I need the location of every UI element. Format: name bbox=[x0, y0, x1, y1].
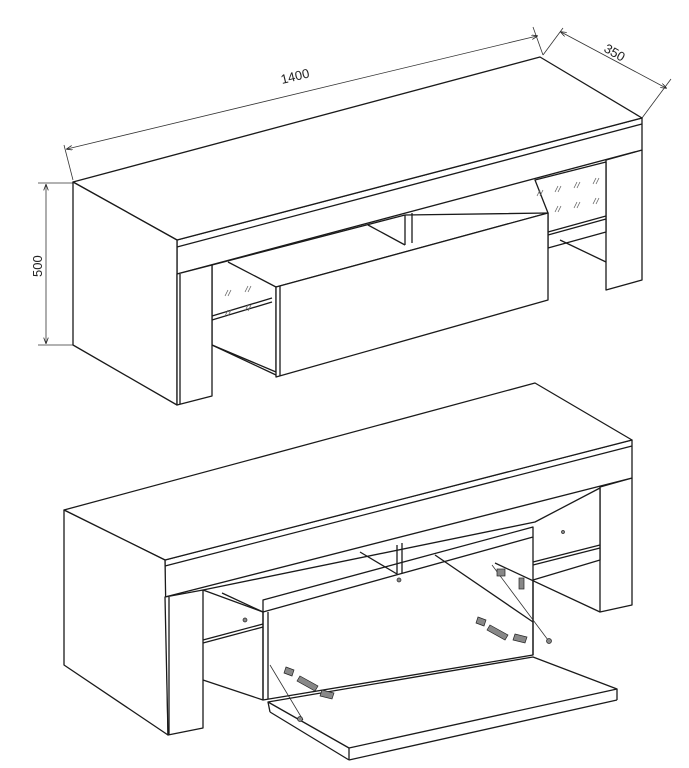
glass-shelf-hatch-left bbox=[224, 285, 252, 317]
drawer-front bbox=[275, 212, 549, 378]
height-dimension: 500 bbox=[30, 182, 73, 346]
depth-label: 350 bbox=[602, 41, 628, 65]
width-dimension: 1400 bbox=[63, 26, 544, 181]
height-label: 500 bbox=[30, 255, 45, 277]
hinge-hardware bbox=[242, 530, 565, 722]
glass-shelf-hatch-right bbox=[536, 177, 600, 213]
open-flap-cabinet-view bbox=[63, 382, 633, 761]
closed-cabinet-view: 1400 350 500 bbox=[30, 26, 672, 406]
width-label: 1400 bbox=[279, 66, 311, 87]
